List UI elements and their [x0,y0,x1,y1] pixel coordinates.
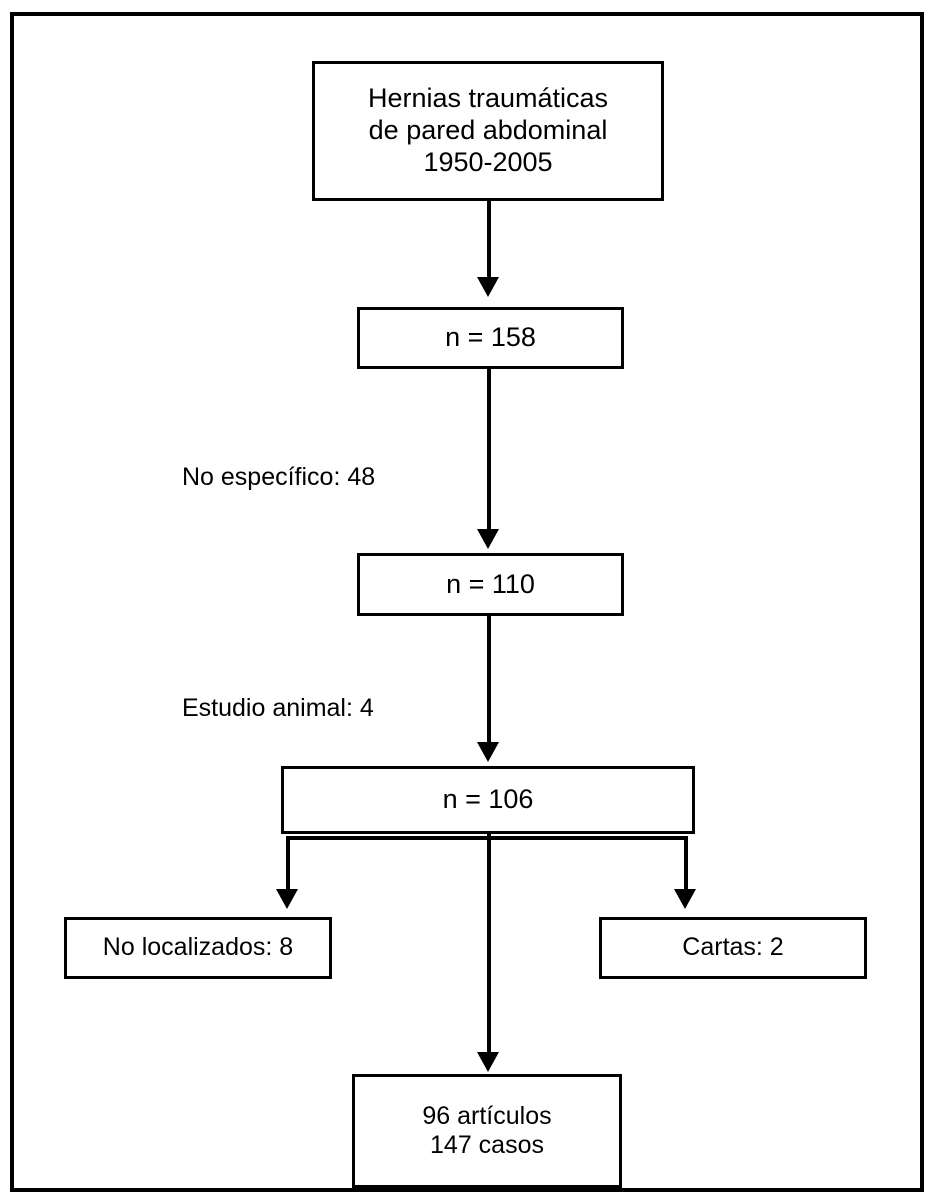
n158-box: n = 158 [357,307,624,369]
edge-source-to-n158 [487,201,491,279]
edge-n106-to-no-localizados [286,836,290,891]
source-box-label: Hernias traumáticas de pared abdominal 1… [367,83,609,177]
edge-n110-to-n106 [487,616,491,744]
arrow-head-icon-n106-to-cartas [674,889,696,909]
n106-box: n = 106 [281,766,695,834]
arrow-head-icon-n106-to-final [477,1052,499,1072]
final-box-label: 96 artículos 147 casos [422,1101,552,1160]
cartas-box: Cartas: 2 [599,917,867,979]
source-box: Hernias traumáticas de pared abdominal 1… [312,61,664,201]
arrow-head-icon-n158-to-n110 [477,529,499,549]
n106-box-label: n = 106 [442,784,534,815]
edge-n106-to-cartas [684,836,688,891]
edge-n106-to-final [487,834,491,1054]
n158-box-label: n = 158 [445,322,536,353]
arrow-head-icon-n110-to-n106 [477,742,499,762]
n110-box: n = 110 [357,553,624,616]
diagram-frame: Hernias traumáticas de pared abdominal 1… [10,12,924,1192]
n110-box-label: n = 110 [446,568,535,599]
cartas-box-label: Cartas: 2 [682,933,784,962]
no-localizados-box: No localizados: 8 [64,917,332,979]
arrow-head-icon-n106-to-no-localizados [276,889,298,909]
arrow-head-icon-source-to-n158 [477,277,499,297]
final-box: 96 artículos 147 casos [352,1074,622,1188]
edge-n158-to-n110 [487,369,491,531]
exclusion-label-not-specific: No específico: 48 [182,463,376,491]
no-localizados-box-label: No localizados: 8 [102,933,294,962]
exclusion-label-animal-study: Estudio animal: 4 [182,694,374,722]
